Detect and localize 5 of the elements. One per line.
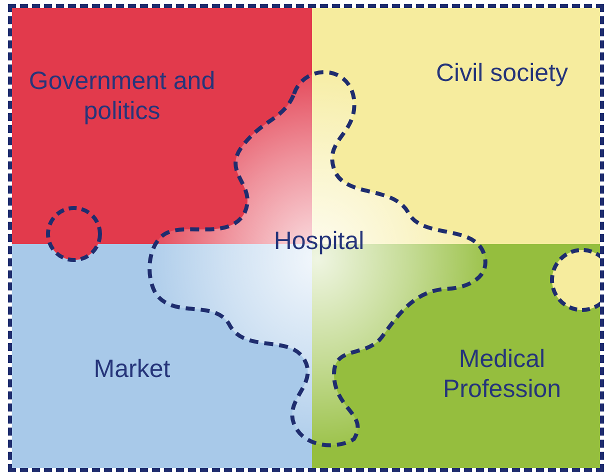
piece-label: Medical Profession bbox=[442, 344, 562, 404]
piece-label: Hospital bbox=[272, 226, 366, 256]
piece-label: Civil society bbox=[435, 58, 569, 88]
piece-label: Government and politics bbox=[28, 66, 216, 126]
piece-label: Market bbox=[92, 354, 172, 384]
